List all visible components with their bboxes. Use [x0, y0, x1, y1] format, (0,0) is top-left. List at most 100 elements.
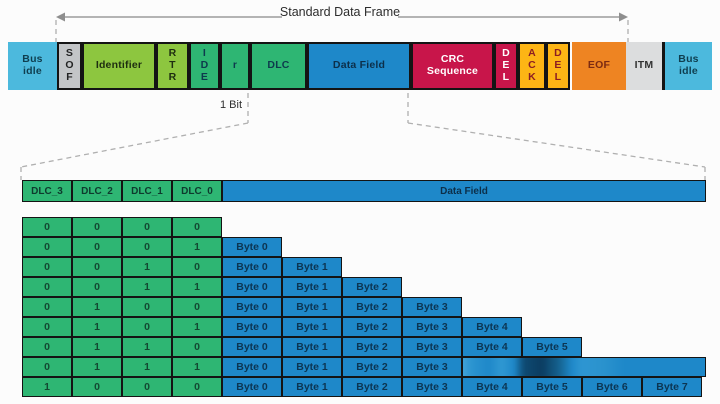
dlc-bit-cell: 0	[72, 257, 122, 277]
dlc-header-cell-0: DLC_0	[172, 180, 222, 202]
segment-itm: ITM	[626, 42, 662, 90]
segment-ide: I D E	[189, 42, 220, 90]
byte-cell: Byte 2	[342, 337, 402, 357]
byte-cell: Byte 3	[402, 357, 462, 377]
byte-cell: Byte 2	[342, 377, 402, 397]
segment-del-2: D E L	[546, 42, 570, 90]
dlc-bit-cell: 1	[172, 277, 222, 297]
dlc-bit-cell: 0	[72, 217, 122, 237]
blur-artifact	[463, 358, 705, 376]
byte-cell: Byte 3	[402, 337, 462, 357]
dlc-bit-cell: 0	[72, 377, 122, 397]
byte-cell: Byte 2	[342, 277, 402, 297]
standard-data-frame-label: Standard Data Frame	[279, 5, 401, 19]
dlc-bit-cell: 0	[22, 297, 72, 317]
dlc-bit-cell: 0	[22, 217, 72, 237]
byte-cell: Byte 4	[462, 377, 522, 397]
byte-cell: Byte 0	[222, 237, 282, 257]
dlc-header-cell-1: DLC_1	[122, 180, 172, 202]
byte-cell: Byte 0	[222, 377, 282, 397]
dlc-bit-cell: 1	[122, 277, 172, 297]
byte-cell: Byte 2	[342, 297, 402, 317]
segment-sof: S O F	[57, 42, 82, 90]
byte-cell: Byte 2	[342, 317, 402, 337]
segment-bus-idle-right: Bus idle	[662, 42, 712, 90]
byte-cell: Byte 1	[282, 337, 342, 357]
dlc-bit-cell: 0	[22, 317, 72, 337]
dlc-bit-cell: 0	[22, 237, 72, 257]
dlc-bit-cell: 1	[72, 317, 122, 337]
byte-cell: Byte 4	[462, 337, 522, 357]
dlc-bit-cell: 0	[172, 297, 222, 317]
dlc-bit-cell: 1	[22, 377, 72, 397]
dlc-bit-cell: 0	[122, 377, 172, 397]
dlc-bit-cell: 0	[172, 217, 222, 237]
byte-cell: Byte 0	[222, 357, 282, 377]
dlc-bit-cell: 1	[72, 337, 122, 357]
byte-cell: Byte 1	[282, 257, 342, 277]
segment-data-field: Data Field	[307, 42, 411, 90]
byte-cell: Byte 0	[222, 297, 282, 317]
dlc-bit-cell: 0	[172, 377, 222, 397]
left-arrowhead-icon	[56, 12, 65, 22]
byte-cell: Byte 5	[522, 337, 582, 357]
segment-dlc: DLC	[250, 42, 307, 90]
byte-cell: Byte 0	[222, 277, 282, 297]
segment-crc-sequence: CRC Sequence	[411, 42, 494, 90]
byte-cell: Byte 3	[402, 377, 462, 397]
byte-cell: Byte 3	[402, 297, 462, 317]
dlc-bit-cell: 1	[172, 357, 222, 377]
dlc-bit-cell: 1	[122, 257, 172, 277]
byte-cell: Byte 1	[282, 297, 342, 317]
dlc-header-cell-2: DLC_2	[72, 180, 122, 202]
dlc-header-cell-3: DLC_3	[22, 180, 72, 202]
dlc-bit-cell: 0	[22, 337, 72, 357]
byte-cell: Byte 1	[282, 317, 342, 337]
segment-r: r	[220, 42, 250, 90]
segment-bus-idle-left: Bus idle	[8, 42, 57, 90]
one-bit-label: 1 Bit	[219, 99, 242, 111]
segment-ack: A C K	[518, 42, 546, 90]
dlc-bit-cell: 0	[122, 237, 172, 257]
dlc-bit-cell: 0	[22, 357, 72, 377]
segment-identifier: Identifier	[82, 42, 156, 90]
byte-cell: Byte 4	[462, 317, 522, 337]
byte-cell: Byte 2	[342, 357, 402, 377]
segment-del-1: D E L	[494, 42, 518, 90]
byte-cell: Byte 3	[402, 317, 462, 337]
segment-rtr: R T R	[156, 42, 189, 90]
dlc-bit-cell: 0	[22, 277, 72, 297]
byte-cell: Byte 5	[522, 377, 582, 397]
byte-cell: Byte 7	[642, 377, 702, 397]
byte-cell: Byte 0	[222, 257, 282, 277]
segment-eof: EOF	[572, 42, 626, 90]
dlc-bit-cell: 0	[122, 217, 172, 237]
dlc-bit-cell: 0	[172, 257, 222, 277]
dlc-bit-cell: 0	[22, 257, 72, 277]
dlc-bit-cell: 1	[72, 357, 122, 377]
dlc-bit-cell: 1	[122, 337, 172, 357]
dlc-bit-cell: 0	[122, 297, 172, 317]
dlc-bit-cell: 1	[122, 357, 172, 377]
dlc-bit-cell: 0	[172, 337, 222, 357]
blurred-byte-band	[462, 357, 706, 377]
byte-cell: Byte 0	[222, 337, 282, 357]
byte-cell: Byte 1	[282, 277, 342, 297]
byte-cell: Byte 6	[582, 377, 642, 397]
dlc-bit-cell: 0	[122, 317, 172, 337]
dlc-bit-cell: 0	[72, 277, 122, 297]
byte-cell: Byte 1	[282, 377, 342, 397]
byte-cell: Byte 0	[222, 317, 282, 337]
right-arrowhead-icon	[619, 12, 628, 22]
